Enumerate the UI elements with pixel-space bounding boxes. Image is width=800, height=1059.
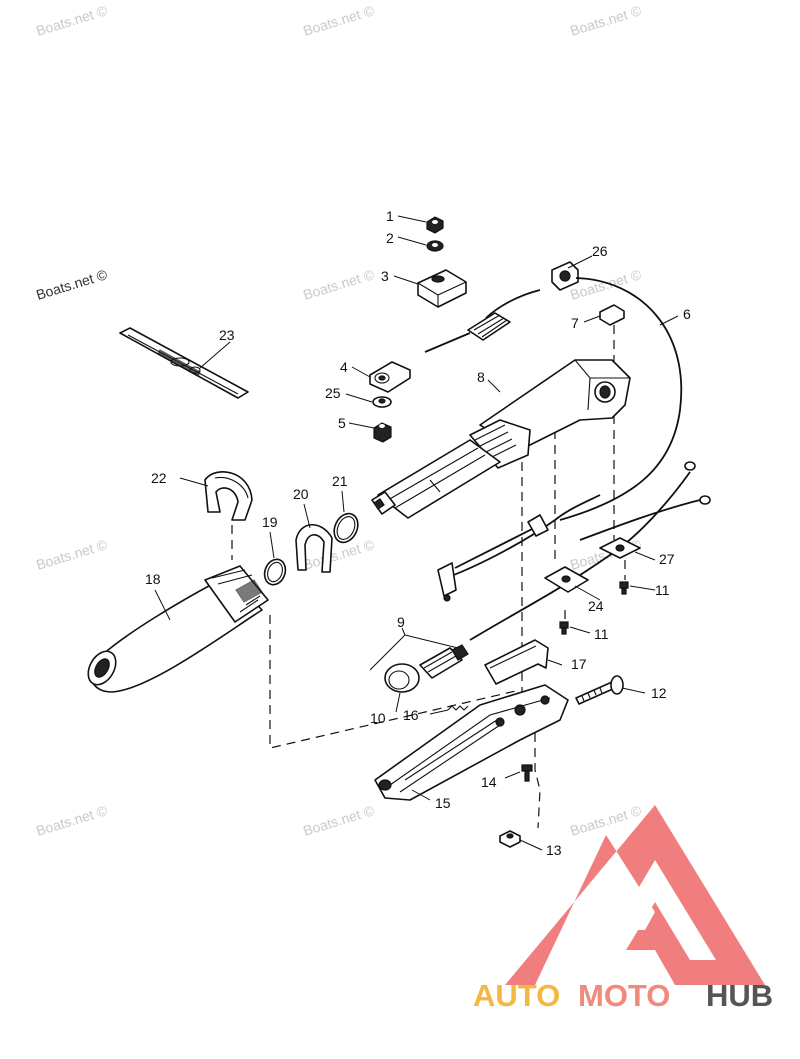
part-7-clip [599,304,625,326]
part-24-clamp [544,566,589,593]
callout-2: 2 [386,230,394,246]
part-16-spring [447,705,469,711]
part-18-grip [87,565,269,693]
part-4-bracket [369,361,411,393]
callout-19: 19 [262,514,278,530]
part-9-stop-switch [419,644,469,679]
wire-harness [437,461,711,641]
part-12-bolt [575,675,624,705]
part-23-decal [119,327,249,399]
callout-4: 4 [340,359,348,375]
part-20-retainer [295,523,333,573]
part-5-nut [373,422,392,443]
callout-16: 16 [403,707,419,723]
callout-10: 10 [370,710,386,726]
callout-20: 20 [293,486,309,502]
part-11-screw [559,621,569,635]
callout-11a: 11 [655,582,670,598]
callout-15: 15 [435,795,451,811]
logo-text-hub: HUB [706,978,773,1013]
part-2-washer [426,240,444,252]
callout-5: 5 [338,415,346,431]
watermark: Boats.net © [568,266,643,303]
watermark: Boats.net © [568,536,643,573]
callout-8: 8 [477,369,485,385]
watermark: Boats.net © [34,2,109,39]
callout-11b: 11 [594,626,609,642]
callout-18: 18 [145,571,161,587]
part-13-nut [499,830,521,848]
part-10-cap [384,663,420,693]
watermark: Boats.net © [301,266,376,303]
part-19-o-ring [263,558,287,586]
callout-23: 23 [219,327,235,343]
part-27-clamp [599,537,641,559]
logo-text-auto: AUTO [473,978,560,1013]
callout-13: 13 [546,842,562,858]
part-1-nut [426,216,444,234]
callout-27: 27 [659,551,675,567]
callout-17: 17 [571,656,587,672]
callout-26: 26 [592,243,608,259]
part-14-screw [521,764,533,782]
watermark: Boats.net © [34,802,109,839]
logo-text-moto: MOTO [578,978,670,1013]
watermark: Boats.net © [34,266,109,303]
watermark: Boats.net © [568,2,643,39]
leader-lines [154,215,679,851]
watermark: Boats.net © [301,2,376,39]
part-26-grommet [551,261,579,291]
part-6-cable [424,277,683,521]
callout-24: 24 [588,598,604,614]
callout-22: 22 [151,470,167,486]
watermark: Boats.net © [301,802,376,839]
part-25-washer [372,396,392,408]
part-15-bracket [374,684,569,801]
part-3-clamp [417,269,467,308]
callout-3: 3 [381,268,389,284]
part-8-housing [371,359,631,519]
callout-7: 7 [571,315,579,331]
logo-triangle-inner [596,860,716,960]
callout-21: 21 [332,473,348,489]
automotohub-logo: AUTO MOTO HUB [473,805,773,1013]
callout-numbers: 1 2 3 4 5 6 7 8 9 10 11 11 12 13 14 15 1… [145,208,691,858]
watermark: Boats.net © [34,536,109,573]
callout-25: 25 [325,385,341,401]
callout-12: 12 [651,685,667,701]
part-17-lever [484,639,549,685]
part-21-o-ring [333,512,359,544]
part-22-friction-ring [204,471,253,521]
callout-14: 14 [481,774,497,790]
callout-9: 9 [397,614,405,630]
callout-1: 1 [386,208,394,224]
callout-6: 6 [683,306,691,322]
part-11-screw [619,581,629,595]
